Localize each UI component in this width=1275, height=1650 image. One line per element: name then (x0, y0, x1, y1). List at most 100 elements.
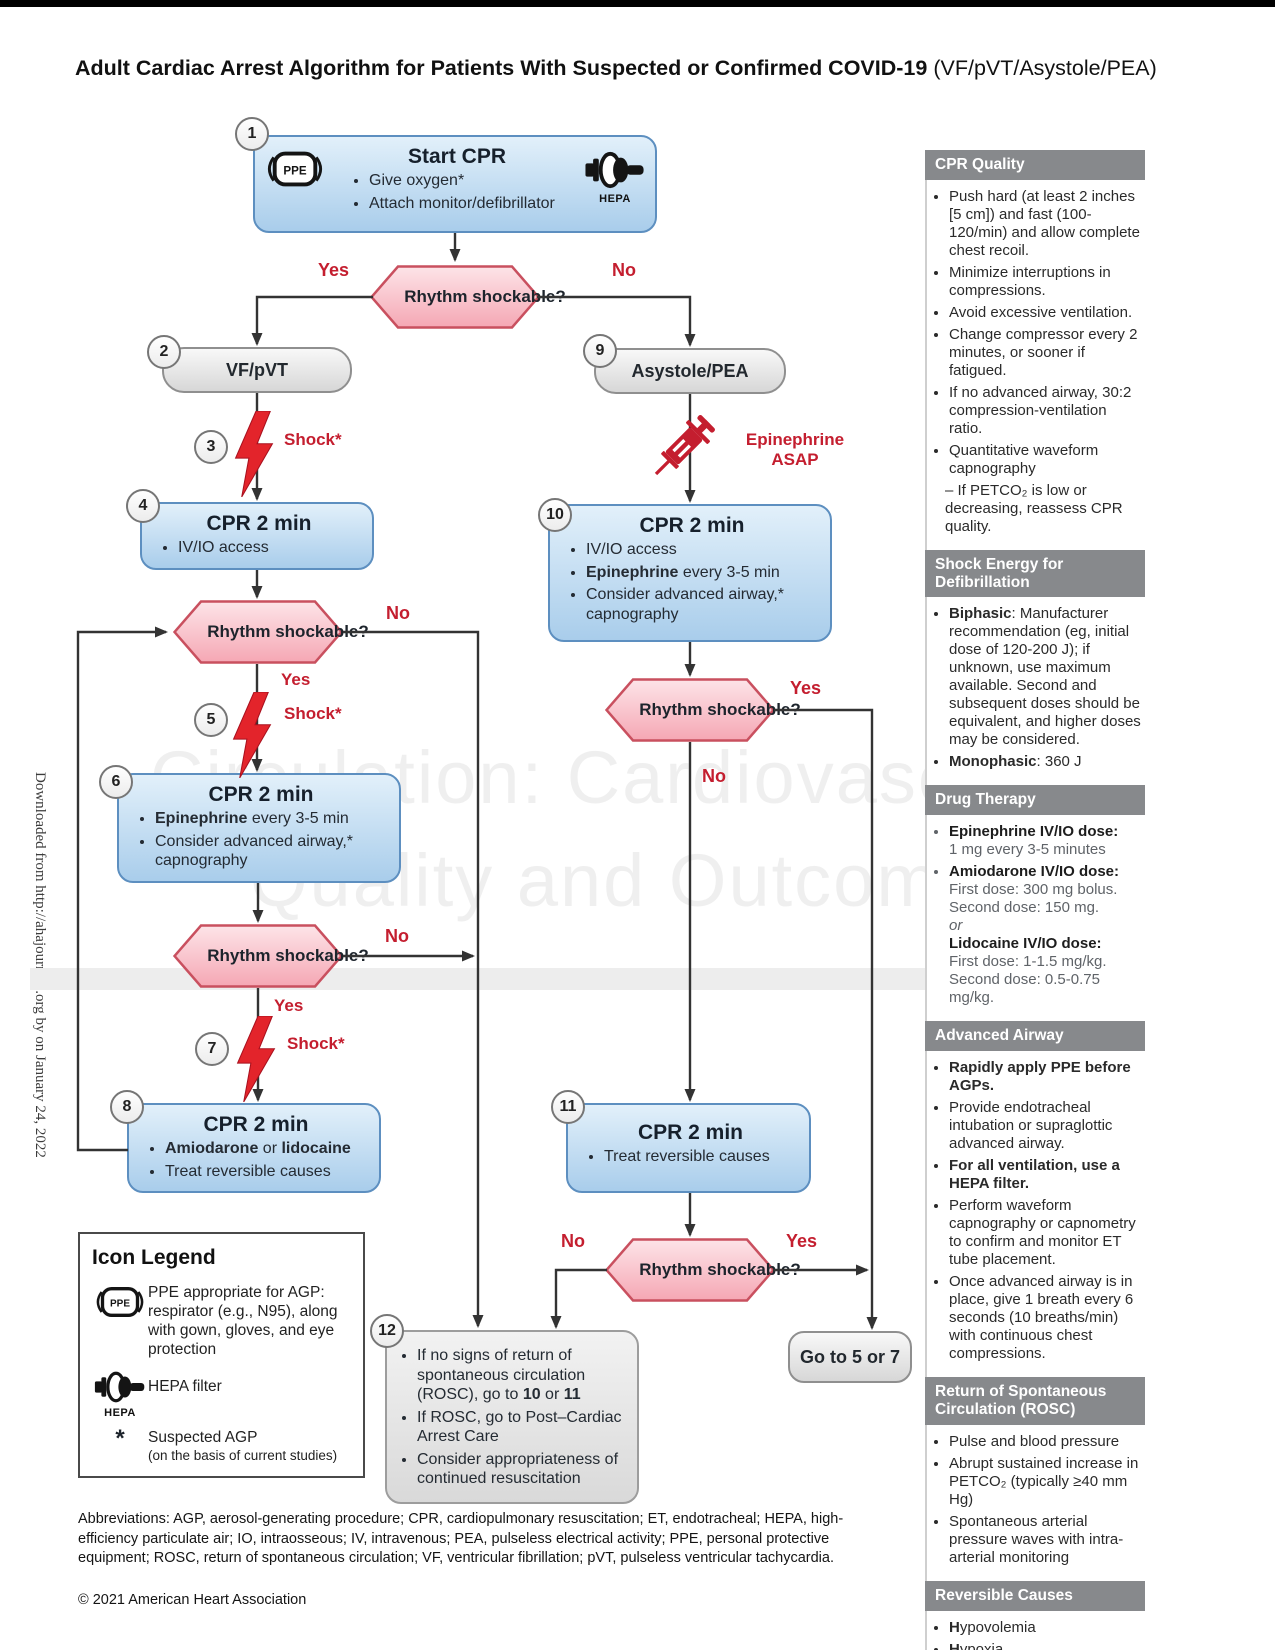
list-item: IV/IO access (586, 540, 820, 560)
legend-ppe-icon-label: PPE (110, 1299, 130, 1310)
start-cpr-title: Start CPR (407, 145, 507, 168)
hepa-filter-icon: HEPA (584, 150, 646, 205)
legend-ppe-text: PPE appropriate for AGP: respirator (e.g… (148, 1284, 338, 1358)
list-item: Perform waveform capnography or capnomet… (949, 1197, 1143, 1269)
list-item: Epinephrine IV/IO dose:1 mg every 3-5 mi… (949, 823, 1143, 859)
panel-advanced-airway-header: Advanced Airway (925, 1021, 1145, 1052)
decision-rhythm-1: Rhythm shockable? (370, 265, 566, 329)
rosc-outcome-bullets: If no signs of return of spontaneous cir… (395, 1346, 629, 1489)
list-item: Attach monitor/defibrillator (369, 194, 645, 214)
panel-shock-energy-items: Biphasic: Manufacturer recommendation (e… (933, 605, 1143, 771)
page-title-main: Adult Cardiac Arrest Algorithm for Patie… (75, 56, 928, 80)
shock-label-7: Shock* (287, 1034, 345, 1053)
syringe-icon (640, 402, 728, 495)
list-item: Monophasic: 360 J (949, 753, 1143, 771)
arrow-feedback-box8-hex2 (76, 626, 168, 1152)
list-item: Consider advanced airway,* capnography (155, 832, 389, 871)
icon-legend-box: Icon Legend PPE PPE appropriate for AGP:… (78, 1232, 365, 1478)
page-title: Adult Cardiac Arrest Algorithm for Patie… (75, 56, 1195, 81)
list-item: Abrupt sustained increase in PETCO₂ (typ… (949, 1455, 1143, 1509)
decision-rhythm-5-text: Rhythm shockable? (639, 1260, 801, 1280)
shock-bolt-icon-7 (235, 1015, 277, 1107)
list-item: Once advanced airway is in place, give 1… (949, 1273, 1143, 1363)
no-label-3: No (385, 926, 409, 946)
list-item: Treat reversible causes (165, 1162, 369, 1182)
step-badge-1: 1 (235, 117, 269, 151)
shock-bolt-icon-3 (233, 410, 275, 502)
decision-rhythm-5: Rhythm shockable? (605, 1238, 801, 1302)
cpr-2min-box-11-title: CPR 2 min (637, 1121, 744, 1144)
asystole-pea-box: Asystole/PEA (594, 348, 786, 394)
step-badge-11: 11 (551, 1090, 585, 1124)
cpr-2min-box-8-bullets: Amiodarone or lidocaineTreat reversible … (143, 1139, 369, 1181)
epinephrine-asap-label: Epinephrine ASAP (745, 430, 845, 469)
shock-label-5: Shock* (284, 704, 342, 723)
panel-rosc-items: Pulse and blood pressureAbrupt sustained… (933, 1433, 1143, 1567)
list-item: Epinephrine every 3-5 min (155, 809, 389, 829)
list-item: Spontaneous arterial pressure waves with… (949, 1513, 1143, 1567)
decision-rhythm-4-text: Rhythm shockable? (639, 700, 801, 720)
decision-rhythm-2: Rhythm shockable? (173, 600, 369, 664)
cpr-2min-box-10: CPR 2 min IV/IO accessEpinephrine every … (548, 504, 832, 642)
legend-asterisk-sub: (on the basis of current studies) (148, 1447, 338, 1463)
cpr-2min-box-6: CPR 2 min Epinephrine every 3-5 minConsi… (117, 773, 401, 883)
list-item: Provide endotracheal intubation or supra… (949, 1099, 1143, 1153)
cpr-2min-box-11: CPR 2 min Treat reversible causes (566, 1103, 811, 1193)
cpr-2min-box-10-bullets: IV/IO accessEpinephrine every 3-5 minCon… (564, 540, 820, 624)
cpr-2min-box-4: CPR 2 min IV/IO access (140, 502, 374, 570)
page-title-suffix: (VF/pVT/Asystole/PEA) (927, 56, 1157, 80)
step-badge-7: 7 (195, 1032, 229, 1066)
cpr-2min-box-10-title: CPR 2 min (639, 514, 745, 537)
panel-drug-therapy-items: Epinephrine IV/IO dose:1 mg every 3-5 mi… (933, 823, 1143, 1007)
yes-label-4: Yes (790, 678, 822, 698)
decision-rhythm-2-text: Rhythm shockable? (207, 622, 369, 642)
list-item: Hypovolemia (949, 1619, 1143, 1637)
list-item: Change compressor every 2 minutes, or so… (949, 326, 1143, 380)
legend-hepa-row: HEPA HEPA filter (92, 1370, 353, 1419)
arrow-hex5-no-box12 (550, 1268, 607, 1329)
list-item: Biphasic: Manufacturer recommendation (e… (949, 605, 1143, 749)
list-item: – If PETCO₂ is low or decreasing, reasse… (945, 481, 1123, 535)
step-badge-4: 4 (126, 489, 160, 523)
list-item: Amiodarone IV/IO dose:First dose: 300 mg… (949, 863, 1143, 1007)
list-item: Epinephrine every 3-5 min (586, 563, 820, 583)
legend-asterisk-row: * Suspected AGP (on the basis of current… (92, 1426, 353, 1464)
start-cpr-box: Start CPR Give oxygen* Attach monitor/def… (253, 135, 657, 233)
legend-asterisk-text: Suspected AGP (on the basis of current s… (148, 1429, 337, 1464)
step-badge-2: 2 (147, 335, 181, 369)
cpr-2min-box-6-title: CPR 2 min (208, 783, 314, 806)
no-label-2: No (386, 603, 410, 623)
top-black-bar (0, 0, 1275, 7)
cpr-2min-box-11-bullets: Treat reversible causes (582, 1147, 799, 1167)
panel-rosc-header: Return of Spontaneous Circulation (ROSC) (925, 1377, 1145, 1425)
cpr-2min-box-6-bullets: Epinephrine every 3-5 minConsider advanc… (133, 809, 389, 871)
no-label-1: No (612, 260, 636, 280)
list-item: If no signs of return of spontaneous cir… (417, 1346, 629, 1405)
decision-rhythm-1-text: Rhythm shockable? (404, 287, 566, 307)
list-item: IV/IO access (178, 538, 362, 558)
yes-label-1: Yes (318, 260, 350, 280)
panel-drug-therapy: Drug Therapy Epinephrine IV/IO dose:1 mg… (925, 785, 1145, 1022)
decision-rhythm-4: Rhythm shockable? (605, 678, 801, 742)
list-item: Give oxygen* (369, 171, 645, 191)
start-cpr-bullets: Give oxygen* Attach monitor/defibrillator (347, 171, 645, 213)
no-label-5: No (561, 1231, 585, 1251)
abbreviations-note: Abbreviations: AGP, aerosol-generating p… (78, 1511, 844, 1567)
panel-reversible-causes-header: Reversible Causes (925, 1580, 1145, 1611)
panel-shock-energy: Shock Energy for Defibrillation Biphasic… (925, 549, 1145, 786)
step-badge-6: 6 (99, 765, 133, 799)
list-item: Hypoxia (949, 1641, 1143, 1650)
asystole-pea-label: Asystole/PEA (631, 360, 749, 381)
decision-rhythm-3: Rhythm shockable? (173, 924, 369, 988)
panel-rosc: Return of Spontaneous Circulation (ROSC)… (925, 1377, 1145, 1581)
step-badge-5: 5 (194, 703, 228, 737)
panel-shock-energy-header: Shock Energy for Defibrillation (925, 549, 1145, 598)
yes-label-2: Yes (281, 670, 311, 689)
yes-label-5: Yes (786, 1231, 818, 1251)
no-label-4: No (702, 766, 726, 786)
arrow-hex1-box2 (251, 295, 373, 346)
list-item: Consider advanced airway,* capnography (586, 585, 820, 624)
list-item: Avoid excessive ventilation. (949, 304, 1143, 322)
panel-reversible-causes-items: HypovolemiaHypoxiaHydrogen ion (acidosis… (933, 1619, 1143, 1650)
